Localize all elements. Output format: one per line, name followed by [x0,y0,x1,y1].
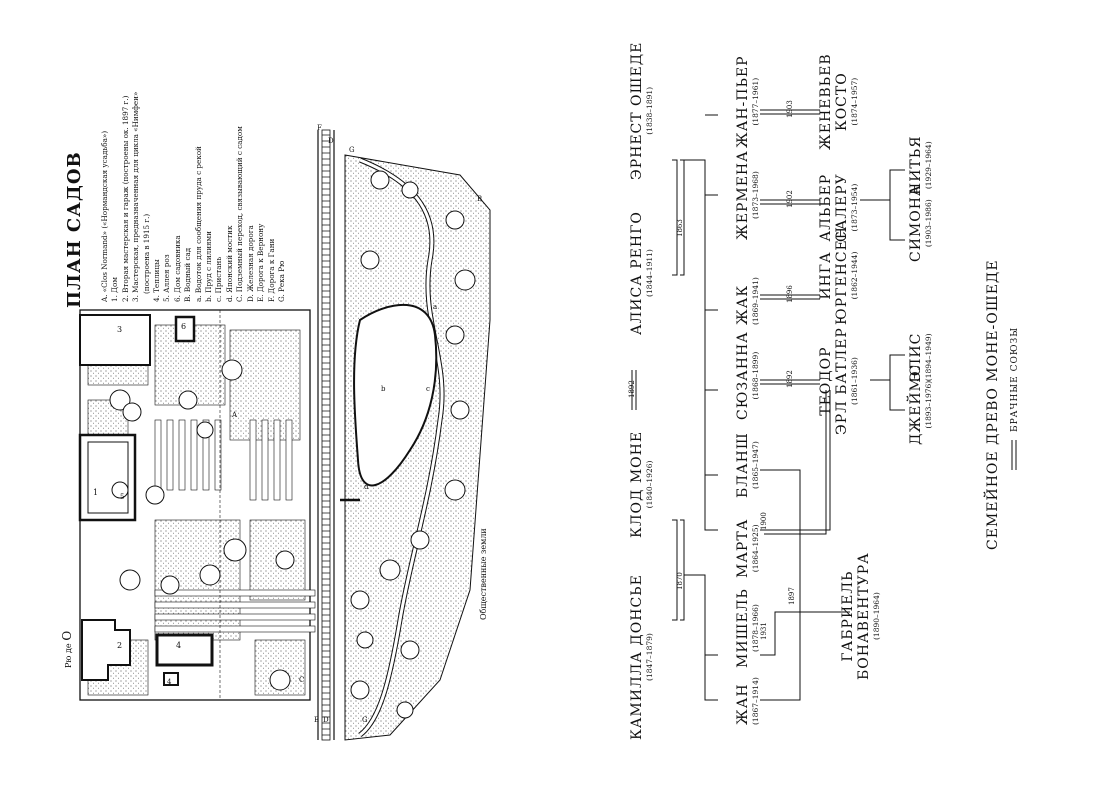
person-claude: КЛОД МОНЕ (1840–1926) [629,430,654,538]
marriage-key-label: БРАЧНЫЕ СОЮЗЫ [1010,326,1020,432]
mark-C: C [299,676,305,684]
water-lily-pond [353,303,438,487]
mark-a: a [433,303,438,311]
person-marthe: МАРТА (1864–1925) [735,518,760,578]
mark-G-bottom: G [362,716,368,724]
person-ernest: ЭРНЕСТ ОШЕДЕ (1838–1891) [629,41,654,180]
greenhouse [155,633,214,667]
year-1863: 1863 [676,219,684,237]
water-garden-area [344,154,491,741]
person-jacques: ЖАК (1869–1941) [735,277,760,325]
second-studio-building [81,619,131,681]
mark-4: 4 [176,641,182,650]
year-1902: 1902 [786,190,794,208]
tree-title: СЕМЕЙНОЕ ДРЕВО МОНЕ-ОШЕДЕ [985,259,1001,550]
mark-A: A [232,411,238,419]
year-1896: 1896 [786,285,794,303]
mark-G-top: G [349,146,355,154]
person-gabrielle: ГАБРИЕЛЬ БОНАВЕНТУРА (1890–1964) [840,552,881,680]
mark-2: 2 [117,641,123,650]
garden-map [78,129,491,741]
mark-F-top: F [317,124,322,132]
year-1903: 1903 [786,100,794,118]
person-jean-pierre: ЖАН-ПЬЕР (1877–1961) [735,55,760,148]
year-1897: 1897 [788,587,796,605]
person-nitia: НИТЬЯ (1929–1964) [908,135,933,196]
mark-D-bottom: D [323,716,329,724]
mark-3: 3 [117,325,123,334]
person-genevieve: ЖЕНЕВЬЕВ КОСТО (1874–1957) [818,53,859,150]
mark-5: 5 [120,493,125,501]
person-simone: СИМОНА (1903–1986) [908,184,933,262]
mark-D-top: D [328,137,334,145]
mark-4b: 4 [167,678,172,686]
flower-bed-grid [154,419,316,633]
mark-6: 6 [181,322,187,331]
mark-E-bottom: E [314,716,320,724]
greenhouse-small [163,672,179,686]
person-suzanne: СЮЗАННА (1868–1899) [735,331,760,420]
year-1931: 1931 [760,622,768,640]
railway [321,129,331,741]
person-albert: АЛЬБЕР САЛЕРУ (1873–1954) [818,173,859,242]
person-theodore: ТЕОДОР ЭРЛ БАТЛЕР (1861–1936) [818,327,859,435]
year-1870: 1870 [676,572,684,590]
gardeners-house [174,315,196,343]
person-camille: КАМИЛЛА ДОНСЬЕ (1847–1879) [629,574,654,740]
mark-d: d [364,483,369,491]
person-lily: ЭЛИС (1894–1949) [908,332,933,382]
trees-water-garden [350,170,476,719]
year-1892: 1892 [628,380,636,398]
person-jean: ЖАН (1867–1914) [735,677,760,725]
year-1892b: 1892 [786,370,794,388]
mark-b: b [381,385,386,393]
person-alice: АЛИСА РЕНГО (1844–1911) [629,211,654,335]
mark-B: B [477,195,483,203]
person-blanche: БЛАНШ (1865–1947) [735,432,760,498]
house-building [78,433,137,522]
trees-clos-normand [109,359,295,691]
nympheas-studio-building [79,314,151,366]
mark-c: c [426,385,430,393]
person-michel: МИШЕЛЬ (1878–1966) [735,588,760,668]
mark-1: 1 [93,488,99,497]
year-1900: 1900 [760,512,768,530]
person-germaine: ЖЕРМЕНА (1873–1968) [735,150,760,240]
